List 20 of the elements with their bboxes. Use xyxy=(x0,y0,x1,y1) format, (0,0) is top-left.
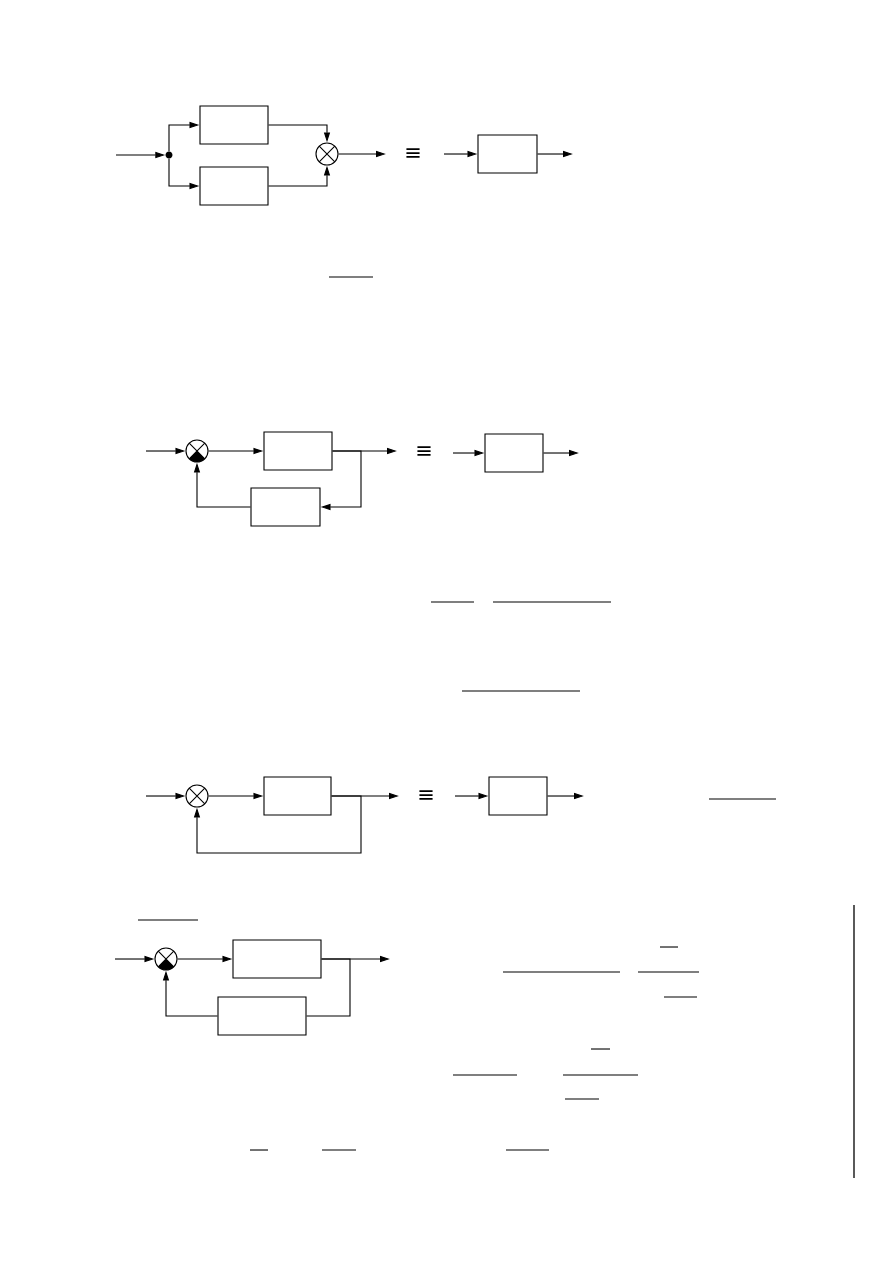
block-box xyxy=(484,433,544,473)
block-box xyxy=(488,776,548,816)
equivalence-sign: ≡ xyxy=(406,148,420,158)
summing-junction xyxy=(185,784,209,808)
summing-junction xyxy=(315,142,339,166)
summing-junction xyxy=(185,439,209,463)
equivalence-sign: ≡ xyxy=(419,790,433,800)
summing-junction xyxy=(154,947,178,971)
connector-line xyxy=(306,958,351,1017)
block-box xyxy=(263,776,332,816)
equivalence-sign: ≡ xyxy=(417,446,431,456)
block-box xyxy=(477,134,538,174)
block-box xyxy=(232,939,322,979)
arrow xyxy=(193,795,362,854)
block-box xyxy=(263,431,333,471)
block-box xyxy=(250,487,321,527)
block-box xyxy=(199,105,269,145)
block-box xyxy=(199,166,269,206)
block-box xyxy=(217,996,307,1036)
branch-point xyxy=(165,151,173,159)
